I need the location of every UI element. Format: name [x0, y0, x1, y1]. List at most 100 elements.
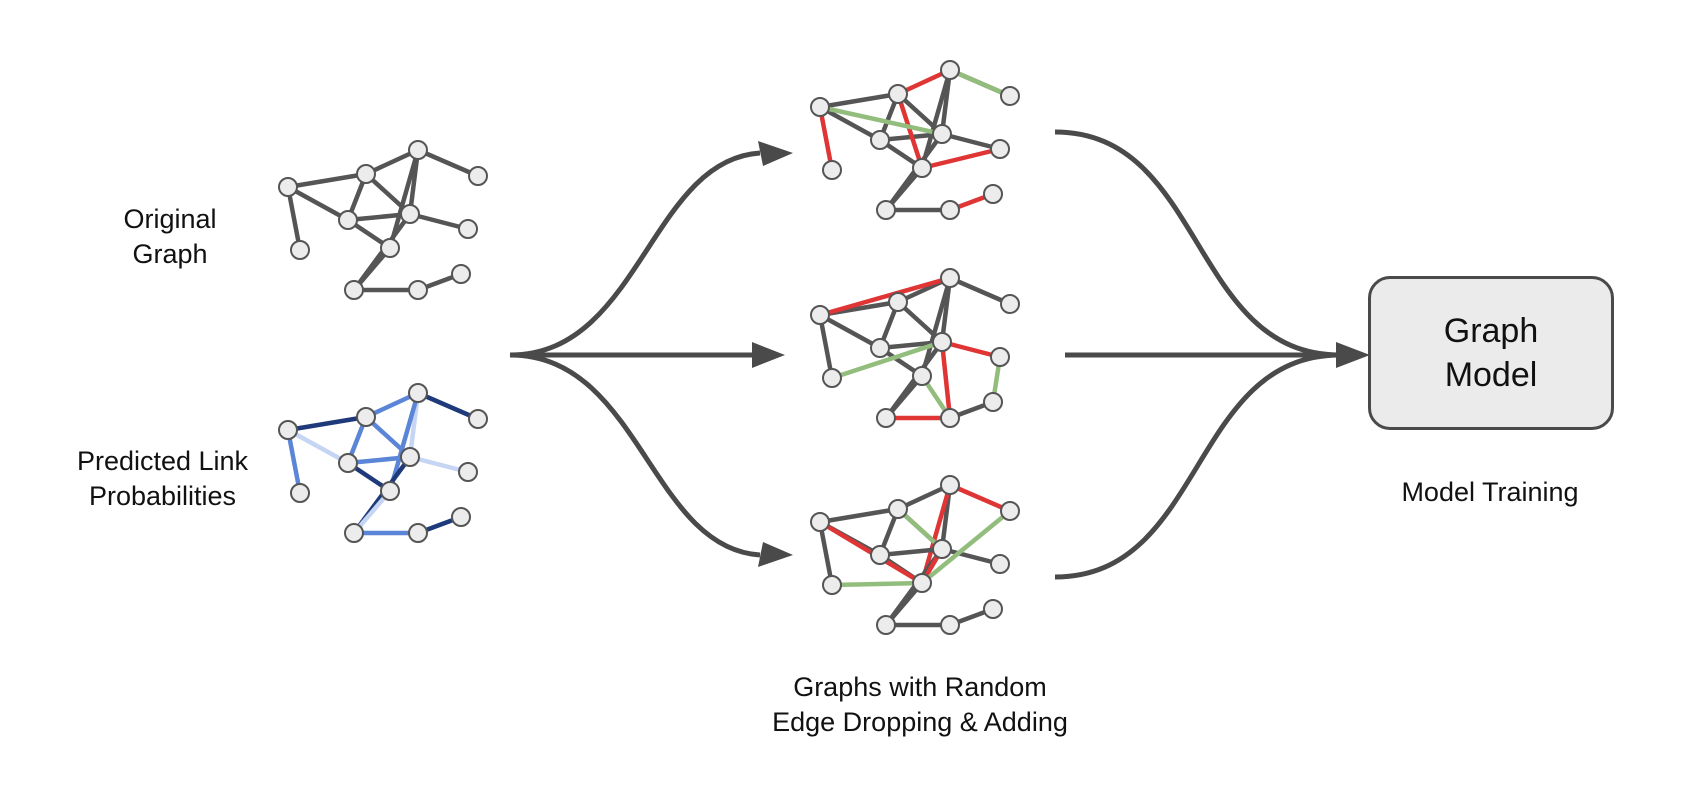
arrowhead-2	[752, 342, 785, 368]
graph-node	[888, 292, 908, 312]
graph-node	[912, 573, 932, 593]
graph-node	[451, 264, 471, 284]
graph-node	[940, 615, 960, 635]
graph-node	[990, 139, 1010, 159]
edge	[817, 91, 901, 110]
graph-node	[344, 523, 364, 543]
graph-node	[458, 219, 478, 239]
arrow-from-graph-3	[1054, 352, 1341, 580]
graph-node	[990, 554, 1010, 574]
flow-arrows	[509, 129, 1370, 580]
graph-node	[888, 84, 908, 104]
edge	[817, 506, 901, 525]
dropped-edge	[817, 104, 835, 173]
edge	[415, 390, 481, 422]
graph-node	[870, 545, 890, 565]
edge	[285, 184, 351, 223]
graphs-layer	[278, 60, 1020, 635]
graph-node	[278, 420, 298, 440]
graph-node	[940, 60, 960, 80]
graph-node	[810, 512, 830, 532]
augmented-graph-1	[810, 60, 1020, 220]
graph-node	[400, 447, 420, 467]
graph-node	[356, 407, 376, 427]
predicted-probability-graph	[278, 383, 488, 543]
graph-node	[408, 383, 428, 403]
original-graph-label: Original Graph	[123, 204, 217, 269]
edge	[345, 211, 413, 223]
graph-node	[344, 280, 364, 300]
graph-node	[876, 200, 896, 220]
graph-node	[990, 347, 1010, 367]
graph-node	[932, 124, 952, 144]
graph-node	[822, 160, 842, 180]
graph-node	[983, 184, 1003, 204]
graph-node	[1000, 86, 1020, 106]
graph-model-box: Graph Model	[1368, 276, 1614, 430]
graph-node	[876, 408, 896, 428]
graph-node	[876, 615, 896, 635]
arrow-from-graph-1	[1054, 129, 1341, 358]
added-edge	[919, 508, 1013, 586]
graph-node	[400, 204, 420, 224]
arrowhead-model	[1336, 342, 1370, 368]
graph-node	[822, 368, 842, 388]
augmented-graph-3	[810, 475, 1020, 635]
added-edge	[947, 67, 1013, 99]
edge	[345, 454, 413, 466]
graph-node	[408, 140, 428, 160]
edge	[817, 312, 883, 351]
graph-node	[458, 462, 478, 482]
dropped-edge	[817, 275, 953, 318]
augmented-graphs-label: Graphs with Random Edge Dropping & Addin…	[772, 672, 1068, 737]
added-edge	[817, 104, 945, 137]
edge	[817, 312, 835, 381]
edge	[817, 104, 883, 143]
graph-node	[338, 210, 358, 230]
edge	[285, 414, 369, 433]
graph-node	[810, 305, 830, 325]
edge	[817, 519, 835, 588]
graph-node	[912, 366, 932, 386]
graph-node	[380, 481, 400, 501]
graph-node	[932, 539, 952, 559]
graph-node	[290, 240, 310, 260]
graph-node	[408, 280, 428, 300]
predicted-link-probabilities-label: Predicted Link Probabilities	[76, 446, 249, 511]
edge	[285, 171, 369, 190]
graph-node	[983, 392, 1003, 412]
graph-node	[278, 177, 298, 197]
edge	[877, 546, 945, 558]
graph-node	[932, 332, 952, 352]
graph-node	[940, 408, 960, 428]
graph-node	[338, 453, 358, 473]
augmented-graph-2	[810, 268, 1020, 428]
graph-node	[468, 166, 488, 186]
graph-node	[940, 200, 960, 220]
dropped-edge	[939, 339, 953, 421]
graph-node	[1000, 501, 1020, 521]
edge	[285, 427, 351, 466]
graph-node	[290, 483, 310, 503]
graph-node	[870, 130, 890, 150]
arrowhead-1	[758, 141, 793, 166]
graph-node	[888, 499, 908, 519]
graph-node	[468, 409, 488, 429]
arrow-to-graph-3	[509, 352, 761, 558]
graph-node	[356, 164, 376, 184]
dropped-edge	[919, 146, 1003, 171]
arrow-to-graph-1	[509, 150, 761, 358]
arrowhead-3	[758, 542, 793, 567]
graph-node	[1000, 294, 1020, 314]
graph-node	[940, 475, 960, 495]
graph-node	[451, 507, 471, 527]
graph-node	[810, 97, 830, 117]
graph-node	[380, 238, 400, 258]
added-edge	[829, 580, 925, 588]
added-edge	[829, 339, 945, 381]
graph-node	[870, 338, 890, 358]
model-training-label: Model Training	[1401, 477, 1579, 507]
edge	[947, 275, 1013, 307]
graph-node	[822, 575, 842, 595]
